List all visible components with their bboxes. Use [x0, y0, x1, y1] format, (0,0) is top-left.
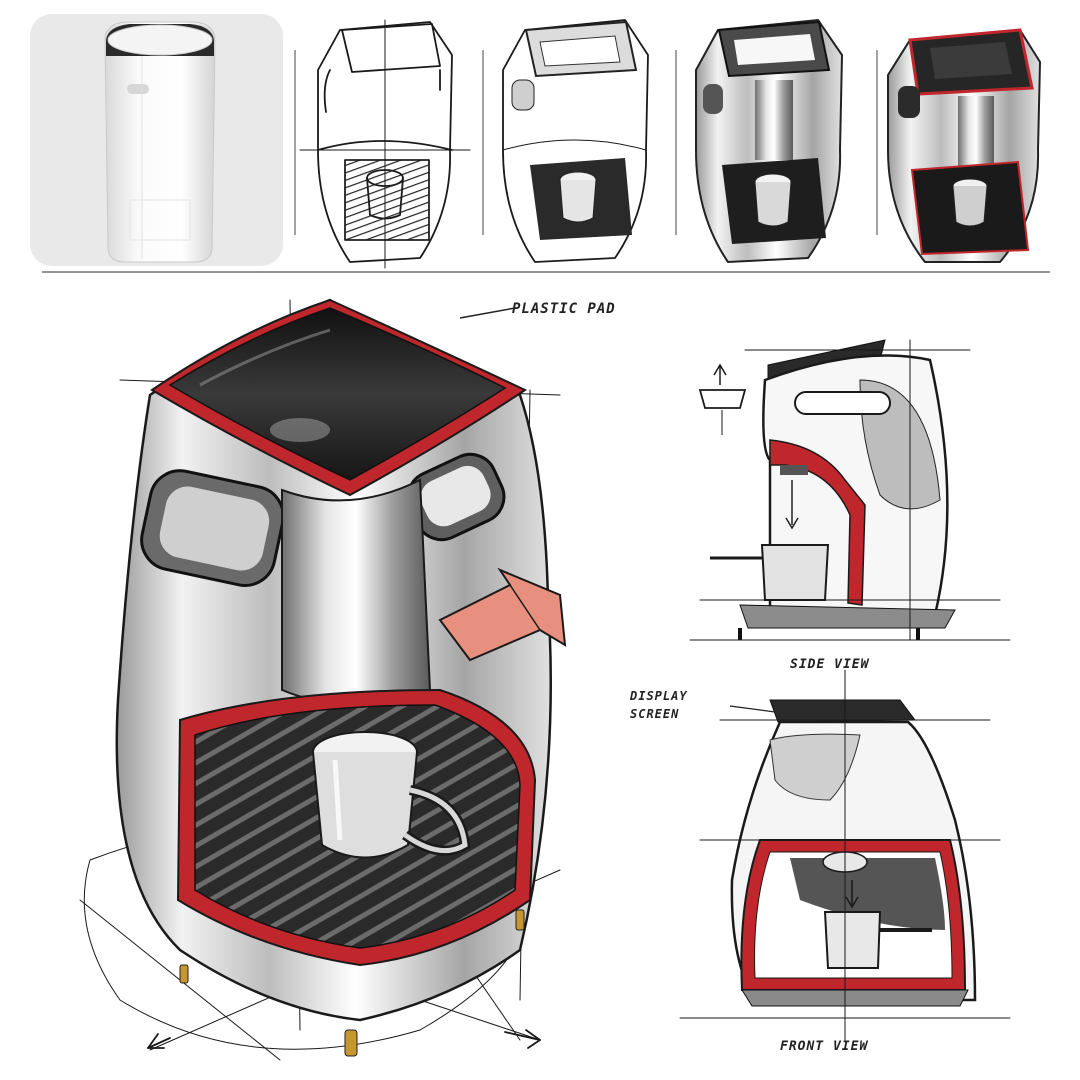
dimension-arrow-icon: [147, 1029, 541, 1049]
reference-photo: [30, 14, 283, 266]
side-view-sketch: SIDE VIEW: [689, 339, 1011, 672]
main-perspective-sketch: PLASTIC PAD: [79, 298, 616, 1061]
central-column: [281, 478, 432, 706]
plastic-pad: [168, 307, 507, 481]
sketch-step-1: [299, 19, 471, 269]
annotation-display-line1: DISPLAY: [629, 689, 688, 703]
annotation-side-view: SIDE VIEW: [790, 657, 870, 672]
detail-capsule-icon: [698, 363, 747, 435]
annotation-plastic-pad: PLASTIC PAD: [512, 301, 616, 317]
sketch-step-4: [887, 28, 1042, 263]
sketch-step-2: [502, 19, 649, 263]
annotation-display-line2: SCREEN: [630, 707, 679, 721]
annotation-front-view: FRONT VIEW: [780, 1039, 868, 1054]
large-pink-arrow-icon: [438, 567, 567, 662]
sketch-step-3: [695, 18, 844, 264]
front-view-sketch: DISPLAY SCREEN FRONT VIEW: [629, 669, 1011, 1054]
espresso-cup: [312, 731, 471, 859]
